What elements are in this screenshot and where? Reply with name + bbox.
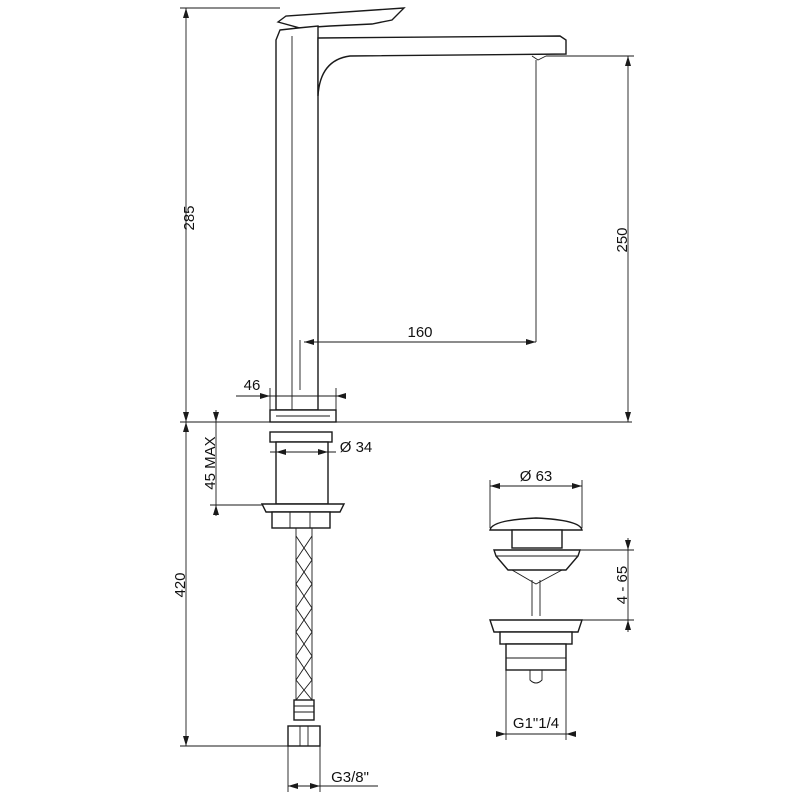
dim-spout-height-label: 250 <box>614 227 631 252</box>
waste-cap <box>489 517 583 531</box>
dim-hose-thread-label: G3/8" <box>331 769 369 786</box>
hose-ferrule <box>293 699 315 721</box>
dim-hose-length: 420 <box>172 422 296 747</box>
fixing-nut <box>271 511 331 529</box>
dim-waste-range: 4 - 65 <box>580 538 634 632</box>
lever-handle <box>276 7 406 29</box>
waste-drawing <box>489 517 583 684</box>
dim-body-width-label: 46 <box>244 377 261 394</box>
dim-overall-height-label: 285 <box>181 205 198 230</box>
dim-body-width: 46 <box>236 377 346 410</box>
dim-waste-range-label: 4 - 65 <box>614 566 631 604</box>
dim-hose-thread: G3/8" <box>287 746 378 792</box>
faucet-body <box>275 25 319 411</box>
hose-nut <box>287 725 321 747</box>
braided-hose <box>295 528 313 701</box>
dim-spout-reach: 160 <box>304 60 537 345</box>
shank-top <box>269 431 333 443</box>
dim-waste-thread-label: G1"1/4 <box>513 715 559 732</box>
dim-waste-thread: G1"1/4 <box>496 670 576 740</box>
dim-max-thickness: 45 MAX <box>202 410 270 516</box>
dim-spout-reach-label: 160 <box>407 324 432 341</box>
dim-hose-length-label: 420 <box>172 572 189 597</box>
waste-thread <box>505 643 567 671</box>
dim-overall-height: 285 <box>180 7 280 422</box>
waste-lower-flange <box>489 619 583 633</box>
dim-waste-diameter-label: Ø 63 <box>520 468 553 485</box>
faucet-spout <box>317 35 567 97</box>
waste-flange <box>493 549 581 571</box>
fixing-flange <box>260 503 346 513</box>
dim-body-diameter-label: Ø 34 <box>340 439 373 456</box>
dim-max-thickness-label: 45 MAX <box>202 436 219 489</box>
dim-waste-diameter: Ø 63 <box>489 468 583 528</box>
dim-body-diameter: Ø 34 <box>270 439 372 456</box>
dim-spout-height: 250 <box>546 55 634 422</box>
